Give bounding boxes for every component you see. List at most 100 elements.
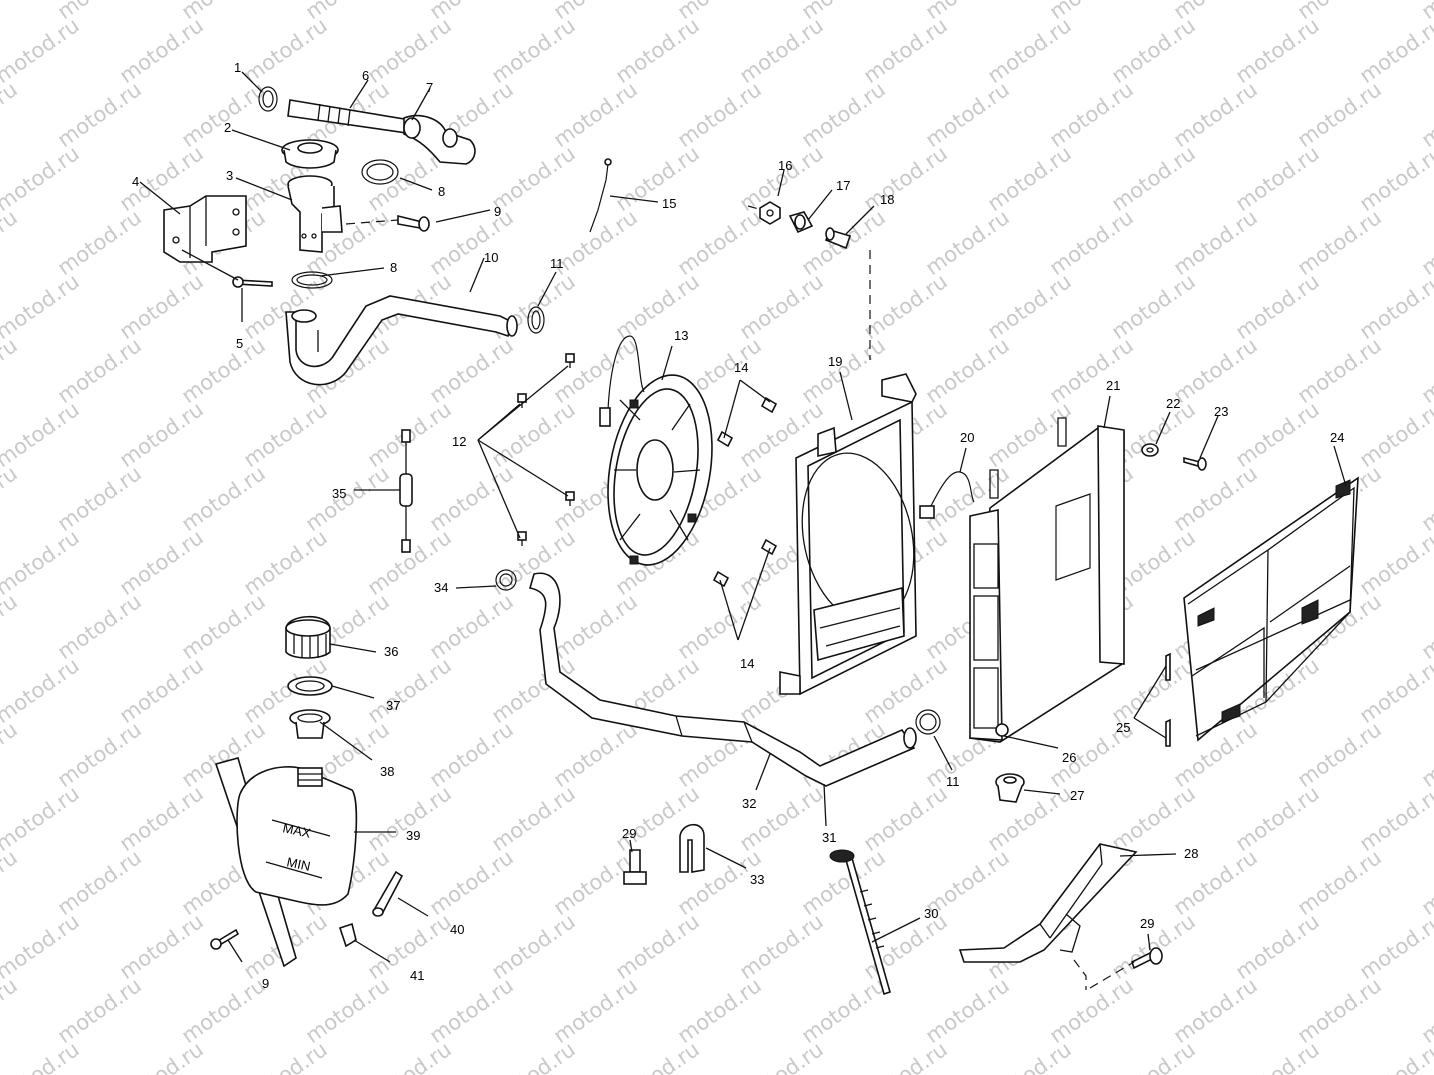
watermark-text: motod.ru [1107, 13, 1200, 88]
watermark-text: motod.ru [0, 77, 22, 152]
watermark-text: motod.ru [53, 77, 146, 152]
watermark-text: motod.ru [549, 589, 642, 664]
part-23-bolt [1183, 456, 1207, 471]
watermark-text: motod.ru [859, 13, 952, 88]
part-39-coolant-reservoir: MAX MIN [214, 757, 358, 968]
watermark-text: motod.ru [239, 13, 332, 88]
watermark-text: motod.ru [1355, 269, 1434, 344]
watermark-text: motod.ru [1169, 77, 1262, 152]
watermark-text: motod.ru [53, 845, 146, 920]
part-34-hose-clamp [495, 569, 517, 591]
part-29-screw-left [623, 849, 647, 885]
watermark-text: motod.ru [363, 13, 456, 88]
watermark-text: motod.ru [735, 1037, 828, 1075]
watermark-text: motod.ru [1293, 333, 1386, 408]
part-10-upper-hose [285, 295, 518, 386]
watermark-text: motod.ru [177, 77, 270, 152]
watermark-text: motod.ru [1231, 269, 1324, 344]
part-25-screen-clips [1165, 652, 1171, 747]
part-8-clamp-lower [291, 271, 333, 289]
watermark-text: motod.ru [115, 269, 208, 344]
watermark-text: motod.ru [1045, 973, 1138, 1048]
watermark-text: motod.ru [1231, 141, 1324, 216]
callout-23: 23 [1214, 404, 1228, 419]
watermark-text: motod.ru [115, 909, 208, 984]
watermark-text: motod.ru [0, 461, 22, 536]
callout-32: 32 [742, 796, 756, 811]
callout-21: 21 [1106, 378, 1120, 393]
watermark-text: motod.ru [0, 13, 84, 88]
part-1-hose-clamp [258, 86, 278, 112]
part-16-nut [759, 201, 781, 225]
watermark-text: motod.ru [921, 77, 1014, 152]
watermark-text: motod.ru [983, 269, 1076, 344]
watermark-text: motod.ru [549, 77, 642, 152]
part-37-gasket [287, 676, 333, 696]
tank-max-mark: MAX [281, 820, 312, 841]
watermark-text: motod.ru [53, 973, 146, 1048]
part-27-grommet [995, 773, 1025, 803]
watermark-text: motod.ru [177, 461, 270, 536]
part-28-lower-bracket [958, 843, 1138, 963]
watermark-text: motod.ru [0, 205, 22, 280]
callout-11-upper: 11 [550, 256, 564, 271]
watermark-text: motod.ru [735, 13, 828, 88]
callout-36: 36 [384, 644, 398, 659]
part-30-rod [845, 856, 891, 996]
watermark-text: motod.ru [115, 1037, 208, 1075]
callout-34: 34 [434, 580, 448, 595]
watermark-text: motod.ru [673, 77, 766, 152]
part-21-radiator [969, 417, 1125, 743]
watermark-text: motod.ru [1045, 77, 1138, 152]
watermark-text: motod.ru [425, 461, 518, 536]
watermark-text: motod.ru [921, 333, 1014, 408]
callout-9-upper: 9 [494, 204, 501, 219]
watermark-text: motod.ru [239, 1037, 332, 1075]
callout-5: 5 [236, 336, 243, 351]
callout-27: 27 [1070, 788, 1084, 803]
part-36-reservoir-cap [285, 616, 331, 659]
part-11-clamp-upper [527, 306, 545, 334]
part-41-fitting [338, 922, 357, 948]
callout-numbers: 1 2 3 4 5 6 7 8 8 9 9 10 11 11 12 13 14 … [132, 60, 1344, 991]
watermark-text: motod.ru [549, 973, 642, 1048]
watermark-text: motod.ru [983, 781, 1076, 856]
part-40-overflow-hose [372, 870, 404, 917]
watermark-text: motod.ru [859, 141, 952, 216]
watermark-text: motod.ru [53, 717, 146, 792]
watermark-text: motod.ru [0, 909, 84, 984]
watermark-text: motod.ru [1169, 845, 1262, 920]
watermark-text: motod.ru [1417, 461, 1434, 536]
watermark-text: motod.ru [301, 461, 394, 536]
watermark-text: motod.ru [1293, 77, 1386, 152]
callout-8-upper: 8 [438, 184, 445, 199]
watermark-text: motod.ru [859, 653, 952, 728]
watermark-text: motod.ru [859, 1037, 952, 1075]
leader-lines [139, 71, 1347, 963]
watermark-text: motod.ru [797, 973, 890, 1048]
watermark-text: motod.ru [611, 909, 704, 984]
watermark-text: motod.ru [611, 1037, 704, 1075]
watermark-text: motod.ru [0, 653, 84, 728]
callout-4: 4 [132, 174, 139, 189]
watermark-text: motod.ru [1231, 909, 1324, 984]
callout-22: 22 [1166, 396, 1180, 411]
watermark-text: motod.ru [53, 589, 146, 664]
callout-30: 30 [924, 906, 938, 921]
watermark-text: motod.ru [0, 781, 84, 856]
watermark-text: motod.ru [0, 525, 84, 600]
part-22-washer [1141, 443, 1159, 457]
watermark-text: motod.ru [611, 141, 704, 216]
watermark-text: motod.ru [0, 973, 22, 1048]
watermark-text: motod.ru [0, 845, 22, 920]
part-12-fan-bolts [517, 353, 575, 546]
watermark-text: motod.ru [611, 269, 704, 344]
part-8-clamp-upper [361, 159, 399, 185]
watermark-text: motod.ru [115, 397, 208, 472]
part-32-lower-hose [528, 572, 917, 787]
part-9-screw-upper [397, 214, 430, 232]
watermark-text: motod.ru [487, 13, 580, 88]
callout-25: 25 [1116, 720, 1130, 735]
watermark-text: motod.ru [363, 1037, 456, 1075]
